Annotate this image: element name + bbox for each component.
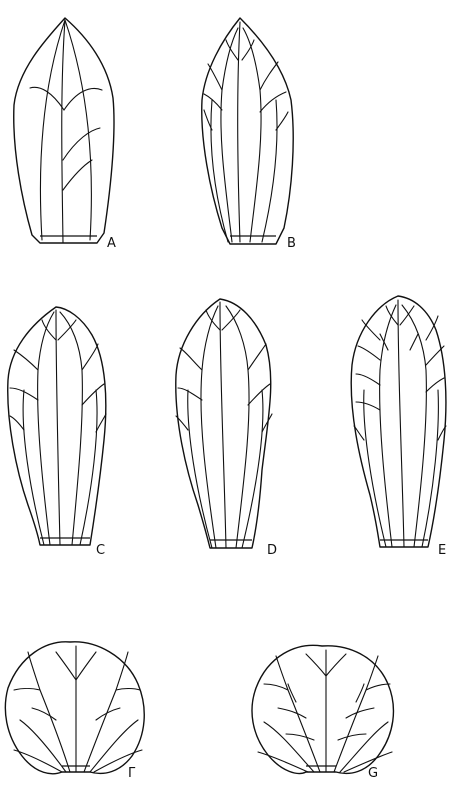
label-d: D xyxy=(267,543,277,558)
label-a: A xyxy=(107,236,116,251)
label-b: B xyxy=(287,236,296,251)
petal-b xyxy=(202,18,293,244)
petal-d xyxy=(176,299,272,548)
petal-g xyxy=(252,645,393,773)
label-c: C xyxy=(96,543,105,558)
label-e: E xyxy=(438,543,446,558)
label-g: G xyxy=(368,766,378,781)
petal-e xyxy=(351,296,446,547)
petal-a xyxy=(14,18,114,243)
label-f: Γ xyxy=(128,766,136,781)
petal-c xyxy=(8,307,106,545)
petal-f xyxy=(5,642,144,774)
